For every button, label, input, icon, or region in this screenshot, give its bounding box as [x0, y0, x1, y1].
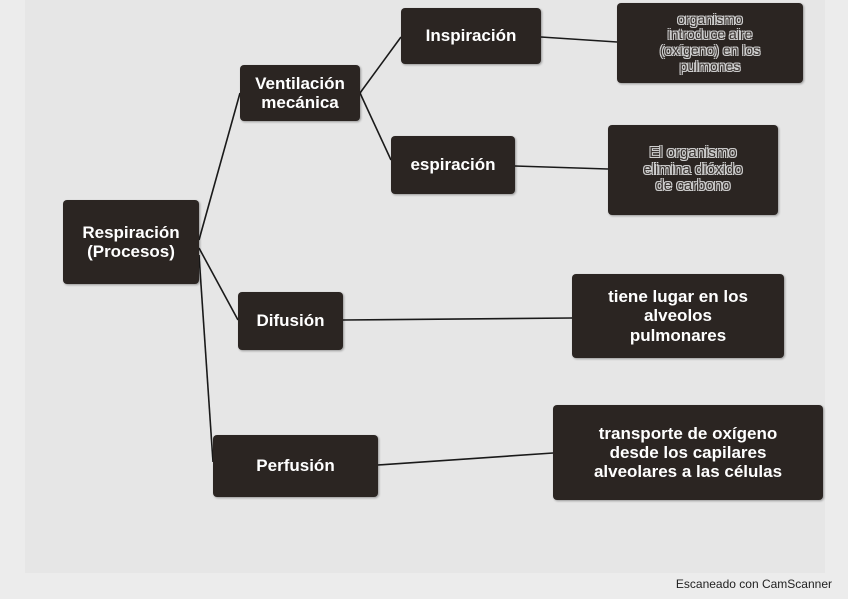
difusion-desc-line2: alveolos [643, 306, 713, 326]
difusion-desc-line3: pulmonares [629, 325, 727, 345]
inspiracion-desc-line4: pulmones [679, 57, 741, 74]
camscanner-footer: Escaneado con CamScanner [675, 577, 832, 591]
node-inspiracion-desc: organismo introduce aire (oxígeno) en lo… [617, 3, 803, 83]
inspiracion-desc-line2: introduce aire [667, 26, 753, 43]
node-difusion-label: Difusión [256, 311, 325, 331]
node-perfusion: Perfusión [213, 435, 378, 497]
inspiracion-desc-line3: (oxígeno) en los [659, 42, 761, 58]
difusion-desc-line1: tiene lugar en los [608, 287, 748, 307]
link-root-difusion [198, 247, 239, 321]
link-espiracion-desc [514, 165, 609, 170]
node-perfusion-desc: transporte de oxígeno desde los capilare… [553, 405, 823, 500]
node-difusion-desc: tiene lugar en los alveolos pulmonares [572, 274, 784, 358]
link-ventilacion-espiracion [359, 92, 392, 161]
node-respiracion: Respiración (Procesos) [63, 200, 199, 284]
espiracion-desc-line2: elimina dióxido [643, 160, 743, 178]
node-espiracion-label: espiración [410, 155, 496, 175]
link-difusion-desc [342, 317, 573, 321]
perfusion-desc-line1: transporte de oxígeno [598, 423, 778, 443]
node-inspiracion-label: Inspiración [425, 26, 517, 46]
link-perfusion-desc [377, 452, 554, 466]
node-espiracion: espiración [391, 136, 515, 194]
link-root-perfusion [198, 254, 214, 463]
perfusion-desc-line2: desde los capilares [609, 442, 767, 462]
inspiracion-desc-line1: organismo [677, 10, 743, 27]
link-root-ventilacion [198, 92, 241, 241]
espiracion-desc-line1: El organismo [649, 143, 737, 161]
node-respiracion-line2: (Procesos) [87, 242, 175, 261]
node-espiracion-desc: El organismo elimina dióxido de carbono [608, 125, 778, 215]
node-respiracion-line1: Respiración [82, 222, 180, 242]
link-ventilacion-inspiracion [359, 36, 402, 94]
espiracion-desc-line3: de carbono [655, 177, 731, 195]
link-inspiracion-desc [540, 36, 618, 43]
node-difusion: Difusión [238, 292, 343, 350]
node-ventilacion-line2: mecánica [261, 93, 339, 112]
perfusion-desc-line3: alveolares a las células [593, 462, 783, 482]
node-ventilacion-mecanica: Ventilación mecánica [240, 65, 360, 121]
node-inspiracion: Inspiración [401, 8, 541, 64]
node-perfusion-label: Perfusión [256, 456, 335, 476]
node-ventilacion-line1: Ventilación [255, 73, 345, 93]
